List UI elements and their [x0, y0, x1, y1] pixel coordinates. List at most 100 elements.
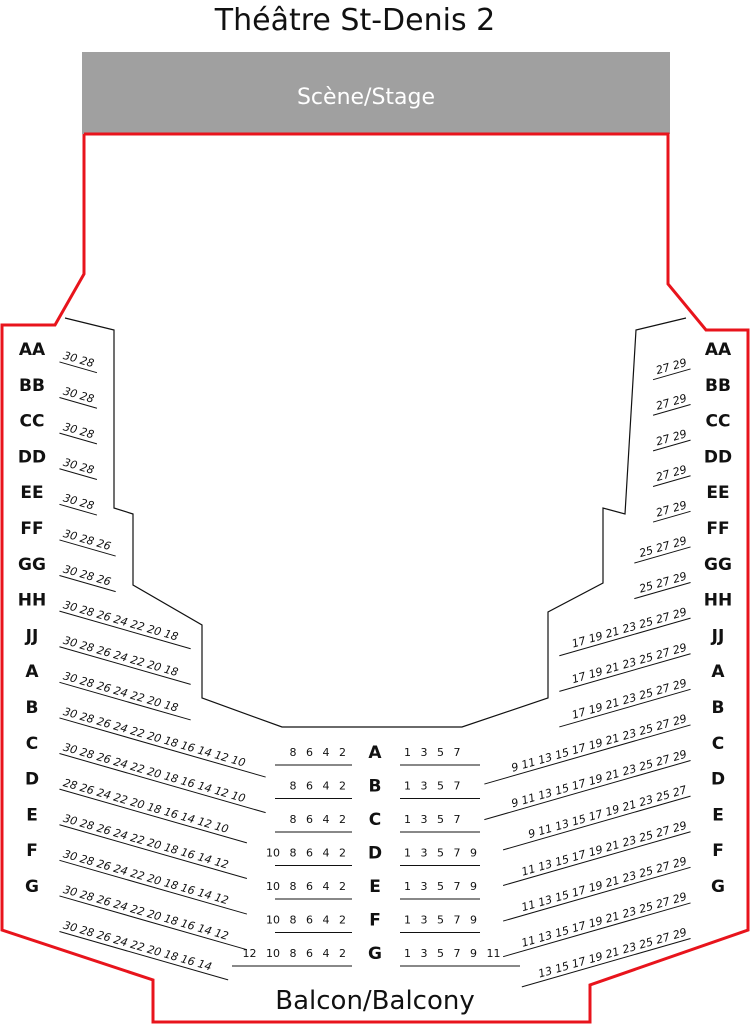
center-row-label: G	[368, 944, 382, 964]
row-label-right: A	[711, 662, 725, 682]
right-seat-row-line	[634, 546, 691, 564]
row-label-left: G	[25, 877, 39, 897]
row-label-right: HH	[704, 591, 732, 611]
left-seat-row-line	[59, 753, 266, 814]
venue-outline	[0, 132, 750, 1024]
right-seat-group: 9 11 13 15 17 19 21 23 25 27 29	[484, 748, 691, 821]
row-label-right: CC	[706, 412, 731, 432]
left-seat-row-line	[59, 361, 98, 374]
row-label-left: AA	[19, 340, 46, 360]
center-left-seat-numbers: 12 10 8 6 4 2	[243, 947, 346, 960]
row-label-left: D	[25, 770, 39, 790]
row-label-right: AA	[705, 340, 732, 360]
left-seat-group: 30 28 26 24 22 20 18 16 14 12 10	[59, 705, 266, 778]
row-label-right: F	[712, 841, 724, 861]
row-label-right: G	[711, 877, 725, 897]
right-seat-row-line	[521, 938, 691, 988]
row-label-right: EE	[706, 483, 729, 503]
left-seat-numbers: 30 28 26	[62, 563, 113, 589]
row-label-left: JJ	[25, 626, 39, 646]
row-label-right: FF	[706, 519, 729, 539]
row-label-left: BB	[19, 376, 45, 396]
right-seat-group: 27 29	[652, 498, 691, 523]
left-seat-row-line	[59, 717, 266, 778]
left-seat-group: 30 28 26 24 22 20 18 16 14 12 10	[59, 741, 266, 814]
row-label-right: GG	[704, 555, 732, 575]
right-seat-row-line	[502, 831, 691, 886]
stage	[82, 52, 670, 134]
left-seat-row-line	[59, 432, 98, 445]
balcony-label: Balcon/Balcony	[275, 986, 475, 1016]
center-row-label: A	[368, 743, 382, 763]
right-seat-numbers: 25 27 29	[638, 534, 689, 560]
row-label-left: GG	[18, 555, 46, 575]
row-label-left: F	[26, 841, 38, 861]
stage-label: Scène/Stage	[297, 85, 435, 110]
center-row-label: F	[369, 911, 381, 931]
left-seat-group: 30 28	[59, 385, 98, 409]
left-seat-row-line	[59, 397, 98, 409]
left-seat-group: 30 28	[59, 491, 98, 516]
page-title: Théâtre St-Denis 2	[214, 3, 495, 38]
row-label-right: JJ	[711, 626, 725, 646]
row-label-right: E	[712, 805, 724, 825]
right-seat-group: 27 29	[652, 356, 691, 381]
left-seat-group: 30 28	[59, 456, 98, 480]
row-label-left: EE	[20, 483, 43, 503]
row-label-right: BB	[705, 376, 731, 396]
right-seat-row-line	[652, 404, 691, 416]
left-seat-numbers: 30 28 26 24 22 20 18	[62, 598, 180, 643]
row-label-right: B	[712, 698, 725, 718]
center-left-seat-numbers: 10 8 6 4 2	[266, 847, 346, 860]
left-seat-group: 30 28 26	[59, 563, 116, 593]
center-left-seat-numbers: 8 6 4 2	[290, 813, 346, 826]
row-label-left: C	[26, 734, 38, 754]
center-right-seat-numbers: 1 3 5 7	[404, 746, 460, 759]
left-seat-row-line	[59, 824, 248, 879]
right-seat-group: 25 27 29	[634, 570, 691, 600]
center-right-seat-numbers: 1 3 5 7 9	[404, 880, 477, 893]
row-label-left: FF	[20, 519, 43, 539]
right-seat-group: 27 29	[652, 392, 691, 416]
right-seat-row-line	[502, 795, 691, 851]
center-left-seat-numbers: 10 8 6 4 2	[266, 914, 346, 927]
center-row-label: B	[369, 777, 382, 797]
center-left-seat-numbers: 8 6 4 2	[290, 746, 346, 759]
left-seat-row-line	[59, 931, 229, 981]
left-seat-row-line	[59, 681, 191, 721]
right-seat-group: 27 29	[652, 427, 691, 452]
left-seat-row-line	[59, 646, 191, 685]
right-seat-group: 9 11 13 15 17 19 21 23 25 27 29	[484, 712, 691, 785]
left-seat-row-line	[59, 539, 116, 557]
right-seat-row-line	[484, 760, 691, 821]
right-seat-row-line	[559, 688, 691, 728]
center-right-seat-numbers: 1 3 5 7 9	[404, 914, 477, 927]
center-left-seat-numbers: 10 8 6 4 2	[266, 880, 346, 893]
center-right-seat-numbers: 1 3 5 7 9	[404, 847, 477, 860]
right-seat-group: 25 27 29	[634, 534, 691, 564]
center-left-seat-numbers: 8 6 4 2	[290, 780, 346, 793]
row-label-left: CC	[20, 412, 45, 432]
left-seat-row-line	[59, 788, 248, 844]
right-seat-row-line	[634, 582, 691, 600]
left-balcony-divider	[64, 317, 687, 728]
right-seat-group: 27 29	[652, 463, 691, 487]
center-row-label: C	[369, 810, 381, 830]
row-label-right: C	[712, 734, 724, 754]
left-seat-row-line	[59, 610, 191, 650]
right-seat-row-line	[502, 866, 691, 922]
right-seat-row-line	[559, 617, 691, 657]
right-seat-row-line	[652, 439, 691, 452]
left-seat-row-line	[59, 468, 98, 480]
row-label-left: DD	[18, 447, 46, 467]
left-seat-row-line	[59, 895, 248, 951]
row-label-left: E	[26, 805, 38, 825]
row-label-left: HH	[18, 591, 46, 611]
right-seat-row-line	[502, 902, 691, 958]
left-seat-numbers: 30 28 26	[62, 527, 113, 553]
left-seat-group: 30 28 26	[59, 527, 116, 557]
center-right-seat-numbers: 1 3 5 7	[404, 780, 460, 793]
center-row-label: E	[369, 877, 381, 897]
